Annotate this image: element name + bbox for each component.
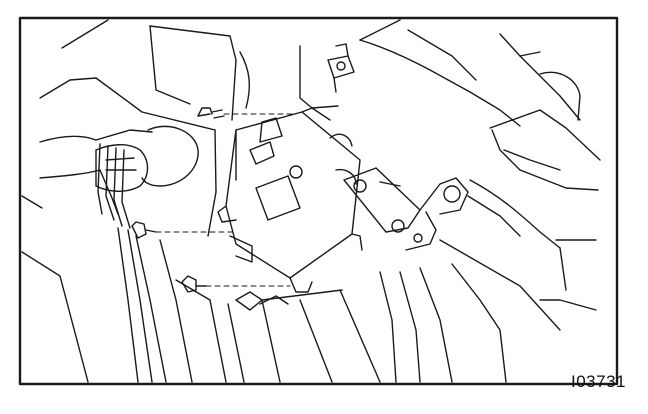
- figure-id-label: I03731: [571, 372, 626, 391]
- background-panel: [21, 19, 381, 383]
- servo-motor-actuator: [217, 107, 363, 293]
- heater-housing: [359, 19, 601, 383]
- linkage-arm: [343, 167, 469, 251]
- mounting-screw-middle: [131, 221, 157, 239]
- mounting-screw-top: [197, 107, 225, 119]
- lower-brackets: [235, 291, 289, 311]
- housing-bolt: [327, 43, 355, 93]
- harness-connector: [95, 125, 199, 192]
- alignment-leader-lines: [155, 113, 295, 287]
- mounting-screw-bottom: [181, 275, 207, 293]
- wire-harness: [39, 129, 211, 383]
- figure-frame: [18, 16, 619, 386]
